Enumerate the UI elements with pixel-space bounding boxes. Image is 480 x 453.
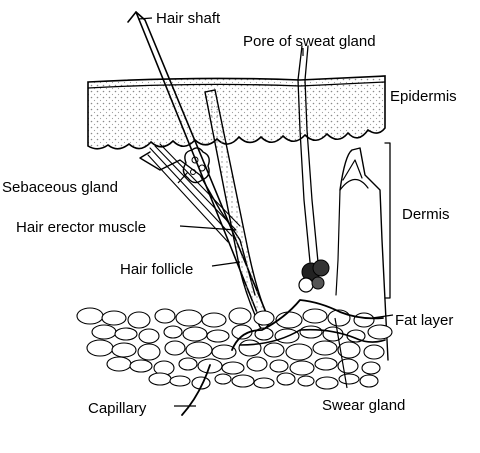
fat-cell (298, 376, 314, 386)
fat-cell (149, 373, 171, 385)
label-hair-shaft: Hair shaft (156, 10, 221, 27)
fat-cell (139, 329, 159, 343)
fat-cell (247, 357, 267, 371)
fat-cell (165, 341, 185, 355)
fat-cell (315, 358, 337, 370)
fat-cell (254, 378, 274, 388)
fat-cell (102, 311, 126, 325)
fat-cell (164, 326, 182, 338)
fat-cell (232, 375, 254, 387)
fat-cell (215, 374, 231, 384)
fat-cell (170, 376, 190, 386)
fat-cell (112, 343, 136, 357)
fat-cell (360, 375, 378, 387)
fat-cell (107, 357, 131, 371)
fat-cell (155, 309, 175, 323)
fat-cell (222, 362, 244, 374)
fat-cell (290, 361, 314, 375)
fat-cell (270, 360, 288, 372)
fat-cell (130, 360, 152, 372)
fat-cell (87, 340, 113, 356)
label-swear-gland: Swear gland (322, 397, 405, 414)
fat-cell (77, 308, 103, 324)
fat-cell (254, 311, 274, 325)
fat-cell (316, 377, 338, 389)
label-pore-of-sweat-gland: Pore of sweat gland (243, 33, 376, 50)
label-dermis: Dermis (402, 206, 450, 223)
fat-cell (176, 310, 202, 326)
fat-cell (277, 373, 295, 385)
fat-cell (276, 312, 302, 328)
fat-cell (368, 325, 392, 339)
fat-cell (313, 341, 337, 355)
fat-cell (179, 358, 197, 370)
fat-cell (264, 343, 284, 357)
fat-cell (354, 313, 374, 327)
fat-cell (186, 342, 212, 358)
fat-cell (339, 374, 359, 384)
label-hair-follicle: Hair follicle (120, 261, 193, 278)
fat-cell (138, 344, 160, 360)
fat-cell (239, 340, 261, 356)
fat-cell (202, 313, 226, 327)
fat-cell (300, 326, 322, 338)
fat-cell (338, 359, 358, 373)
fat-cell (364, 345, 384, 359)
fat-cell (92, 325, 116, 339)
label-hair-erector-muscle: Hair erector muscle (16, 219, 146, 236)
label-capillary: Capillary (88, 400, 147, 417)
label-fat-layer: Fat layer (395, 312, 453, 329)
fat-cell (207, 330, 229, 342)
fat-cell (183, 327, 207, 341)
label-epidermis: Epidermis (390, 88, 457, 105)
epidermis-layer (88, 76, 385, 149)
fat-cell (229, 308, 251, 324)
label-sebaceous-gland: Sebaceous gland (2, 179, 118, 196)
fat-cell (115, 328, 137, 340)
fat-cell (362, 362, 380, 374)
fat-cell (303, 309, 327, 323)
sweat-gland-coil (299, 260, 329, 292)
fat-cell (128, 312, 150, 328)
fat-cell (286, 344, 312, 360)
dermis-bracket (385, 143, 390, 298)
